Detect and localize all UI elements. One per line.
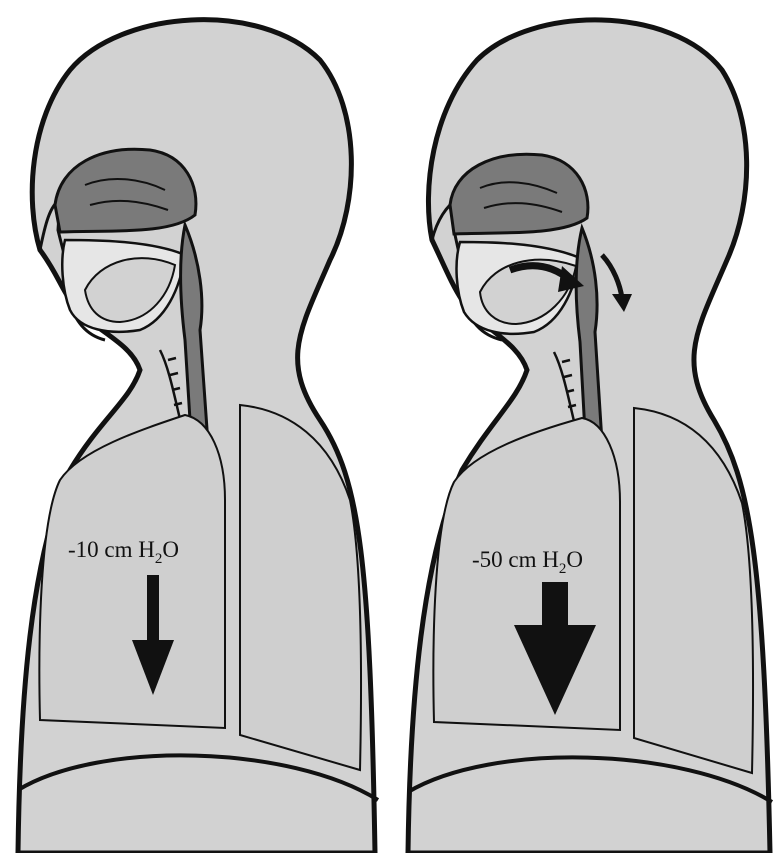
head-torso-illustration: -10 cm H2O [0, 0, 392, 853]
diagram-panel-normal: -10 cm H2O [0, 0, 392, 853]
diagram-panel-obstructed: -50 cm H2O [392, 0, 774, 853]
left-lung [39, 415, 225, 728]
head-torso-illustration: -50 cm H2O [392, 0, 774, 853]
left-lung [433, 418, 620, 730]
